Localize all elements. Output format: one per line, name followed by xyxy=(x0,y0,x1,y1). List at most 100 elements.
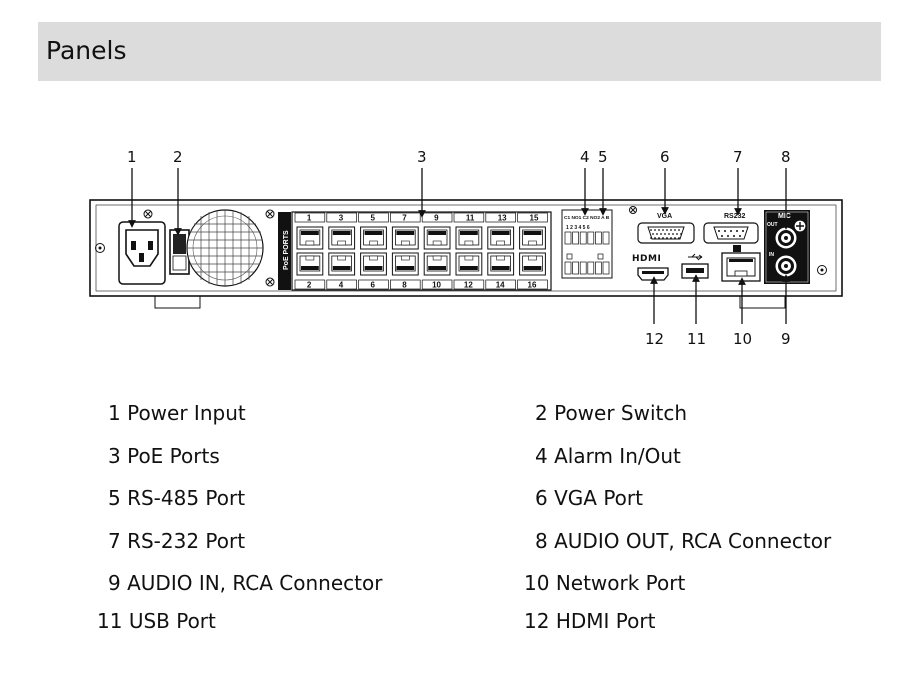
pin-icon xyxy=(730,230,732,232)
pin-icon xyxy=(666,237,668,239)
rj45-port-icon xyxy=(487,226,515,250)
mic-label: MIC xyxy=(778,213,791,220)
callout-number: 12 xyxy=(645,330,664,348)
port-number: 8 xyxy=(402,281,407,290)
callout-lines xyxy=(128,168,790,324)
legend-label: PoE Ports xyxy=(127,444,220,468)
legend-item: 4 Alarm In/Out xyxy=(535,444,681,468)
chassis-foot xyxy=(154,295,201,309)
poe-ports xyxy=(296,226,546,276)
terminal-pin-icon xyxy=(579,261,587,275)
port-number: 13 xyxy=(498,214,507,223)
alarm-terminal-block: C1 NO1 C2 NO2 A B 1 2 3 4 5 6 xyxy=(561,209,613,279)
audio-in-label: IN xyxy=(769,252,774,258)
rj45-port-icon xyxy=(487,252,515,276)
legend-label: Alarm In/Out xyxy=(554,444,681,468)
legend-item: 3 PoE Ports xyxy=(108,444,220,468)
pin-icon xyxy=(721,235,723,237)
alarm-pin-label: 1 2 3 4 5 6 xyxy=(566,225,590,231)
port-number-box xyxy=(485,212,516,223)
hdmi-label: HDMI xyxy=(632,254,661,264)
section-header: Panels xyxy=(38,22,881,81)
callout-number: 5 xyxy=(598,148,608,166)
pin-icon xyxy=(674,229,676,231)
screw-icon xyxy=(817,265,827,275)
port-number-box xyxy=(453,212,485,223)
terminal-pin-icon xyxy=(595,261,602,275)
legend-item: 12 HDMI Port xyxy=(524,609,655,633)
rj45-port-icon xyxy=(328,226,356,250)
rca-out-connector-icon xyxy=(775,227,797,249)
chassis-foot xyxy=(739,295,786,309)
terminal-pin-icon xyxy=(564,261,572,275)
pin-icon xyxy=(668,233,670,235)
ground-screw-icon xyxy=(793,219,807,233)
port-number-box xyxy=(390,279,421,290)
pin-icon xyxy=(660,233,662,235)
legend-label: Network Port xyxy=(555,571,686,595)
rj45-port-icon xyxy=(360,226,387,250)
vga-port-icon: VGA xyxy=(637,213,695,244)
legend-number: 5 xyxy=(108,486,121,510)
port-number: 11 xyxy=(466,214,475,223)
screw-icon xyxy=(265,209,275,219)
port-number-box xyxy=(358,212,389,223)
legend-number: 3 xyxy=(108,444,121,468)
hdmi-port-icon: HDMI xyxy=(632,254,669,281)
port-number: 16 xyxy=(528,281,537,290)
port-number-box xyxy=(294,212,326,223)
legend-item: 10 Network Port xyxy=(524,571,685,595)
port-number: 4 xyxy=(339,281,344,290)
poe-label: PoE PORTS xyxy=(283,230,290,270)
callout-number: 10 xyxy=(733,330,752,348)
port-number-box xyxy=(326,279,357,290)
terminal-marker-icon xyxy=(566,253,573,260)
legend-label: AUDIO IN, RCA Connector xyxy=(127,571,383,595)
legend-number: 12 xyxy=(524,609,550,633)
screw-icon xyxy=(95,243,105,253)
pin-icon xyxy=(742,230,744,232)
pin-icon xyxy=(658,229,660,231)
pin-icon xyxy=(739,235,741,237)
port-number-box xyxy=(517,279,548,290)
pin-icon xyxy=(727,235,729,237)
terminal-marker-icon xyxy=(597,253,604,260)
legend-number: 6 xyxy=(535,486,548,510)
port-number: 1 xyxy=(307,214,312,223)
callout-number: 4 xyxy=(580,148,590,166)
legend-number: 1 xyxy=(108,401,121,425)
pin-icon xyxy=(674,237,676,239)
screw-icon xyxy=(629,206,637,214)
pin-icon xyxy=(654,237,656,239)
rj45-port-icon xyxy=(391,226,419,250)
callout-number: 9 xyxy=(781,330,791,348)
pin-icon xyxy=(662,229,664,231)
pin-icon xyxy=(724,230,726,232)
legend-number: 7 xyxy=(108,529,121,553)
legend-item: 5 RS-485 Port xyxy=(108,486,245,510)
screw-icon xyxy=(143,209,153,219)
page-title: Panels xyxy=(46,36,127,65)
pin-icon xyxy=(670,229,672,231)
rj45-port-icon xyxy=(455,226,483,250)
port-number: 5 xyxy=(371,214,376,223)
port-number-box xyxy=(326,212,357,223)
terminal-pin-icon xyxy=(587,261,595,275)
audio-out-label: OUT xyxy=(767,222,778,228)
pin-icon xyxy=(656,233,658,235)
rj45-port-icon xyxy=(519,226,546,250)
port-number-box xyxy=(421,279,453,290)
legend-item: 1 Power Input xyxy=(108,401,246,425)
legend-item: 7 RS-232 Port xyxy=(108,529,245,553)
rs232-port-icon: RS232 xyxy=(703,213,759,244)
rj45-port-icon xyxy=(423,252,451,276)
terminal-pin-icon xyxy=(572,231,579,245)
legend-label: Power Input xyxy=(127,401,246,425)
pin-icon xyxy=(670,237,672,239)
port-number-box xyxy=(294,279,326,290)
legend-label: Power Switch xyxy=(554,401,688,425)
legend-label: RS-485 Port xyxy=(127,486,246,510)
port-number: 2 xyxy=(307,281,312,290)
